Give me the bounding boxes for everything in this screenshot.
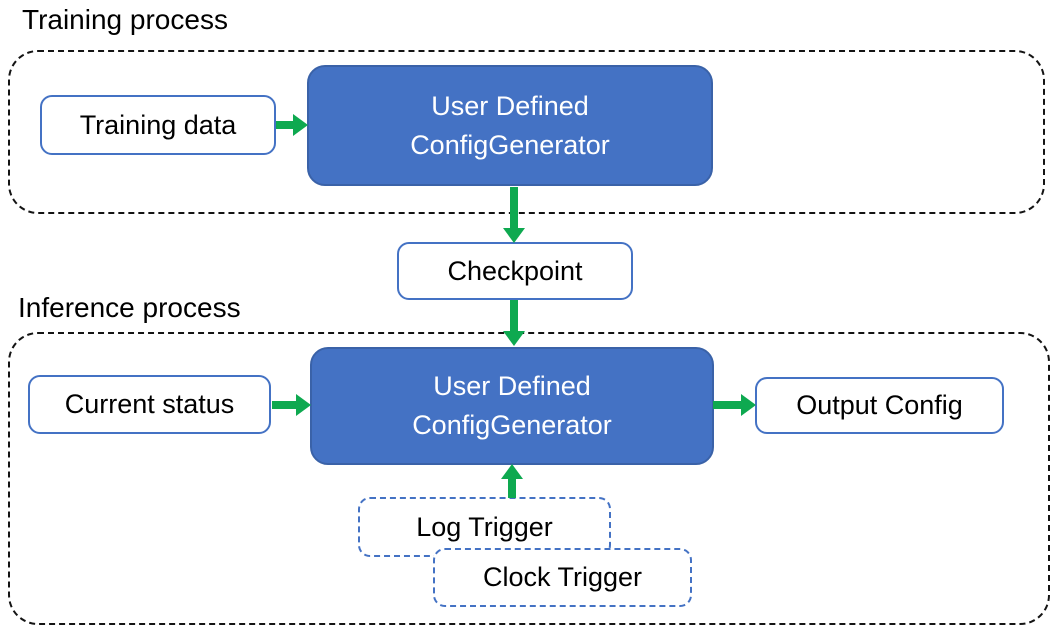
arrow-shaft [510, 300, 518, 333]
inference-process-label: Inference process [18, 292, 241, 323]
inference-generator-line2: ConfigGenerator [412, 410, 612, 440]
training-data-box: Training data [40, 95, 276, 155]
arrow-shaft [508, 477, 516, 498]
arrow-generator-to-output-config [713, 394, 756, 416]
training-config-generator-box: User Defined ConfigGenerator [307, 65, 713, 186]
arrow-training-data-to-generator [276, 114, 308, 136]
training-generator-line1: User Defined [431, 90, 589, 121]
arrow-shaft [272, 401, 298, 409]
arrow-head [503, 228, 525, 243]
clock-trigger-box: Clock Trigger [433, 548, 692, 607]
arrow-head [296, 394, 311, 416]
arrow-head [741, 394, 756, 416]
arrow-generator-to-checkpoint [503, 187, 525, 243]
checkpoint-box: Checkpoint [397, 242, 633, 300]
arrow-head [293, 114, 308, 136]
inference-process-container [8, 332, 1050, 625]
training-process-label: Training process [22, 4, 228, 35]
inference-config-generator-box: User Defined ConfigGenerator [310, 347, 714, 465]
current-status-box: Current status [28, 375, 271, 434]
training-generator-line2: ConfigGenerator [410, 129, 610, 160]
log-trigger-box: Log Trigger [358, 497, 611, 557]
arrow-head [501, 464, 523, 479]
arrow-shaft [713, 401, 743, 409]
output-config-box: Output Config [755, 377, 1004, 434]
arrow-head [503, 331, 525, 346]
arrow-shaft [510, 187, 518, 230]
inference-generator-line1: User Defined [433, 371, 591, 401]
arrow-shaft [276, 121, 295, 129]
arrow-triggers-to-generator [501, 464, 523, 498]
training-process-container [8, 50, 1045, 214]
arrow-current-status-to-generator [272, 394, 311, 416]
arrow-checkpoint-to-inference-generator [503, 300, 525, 346]
